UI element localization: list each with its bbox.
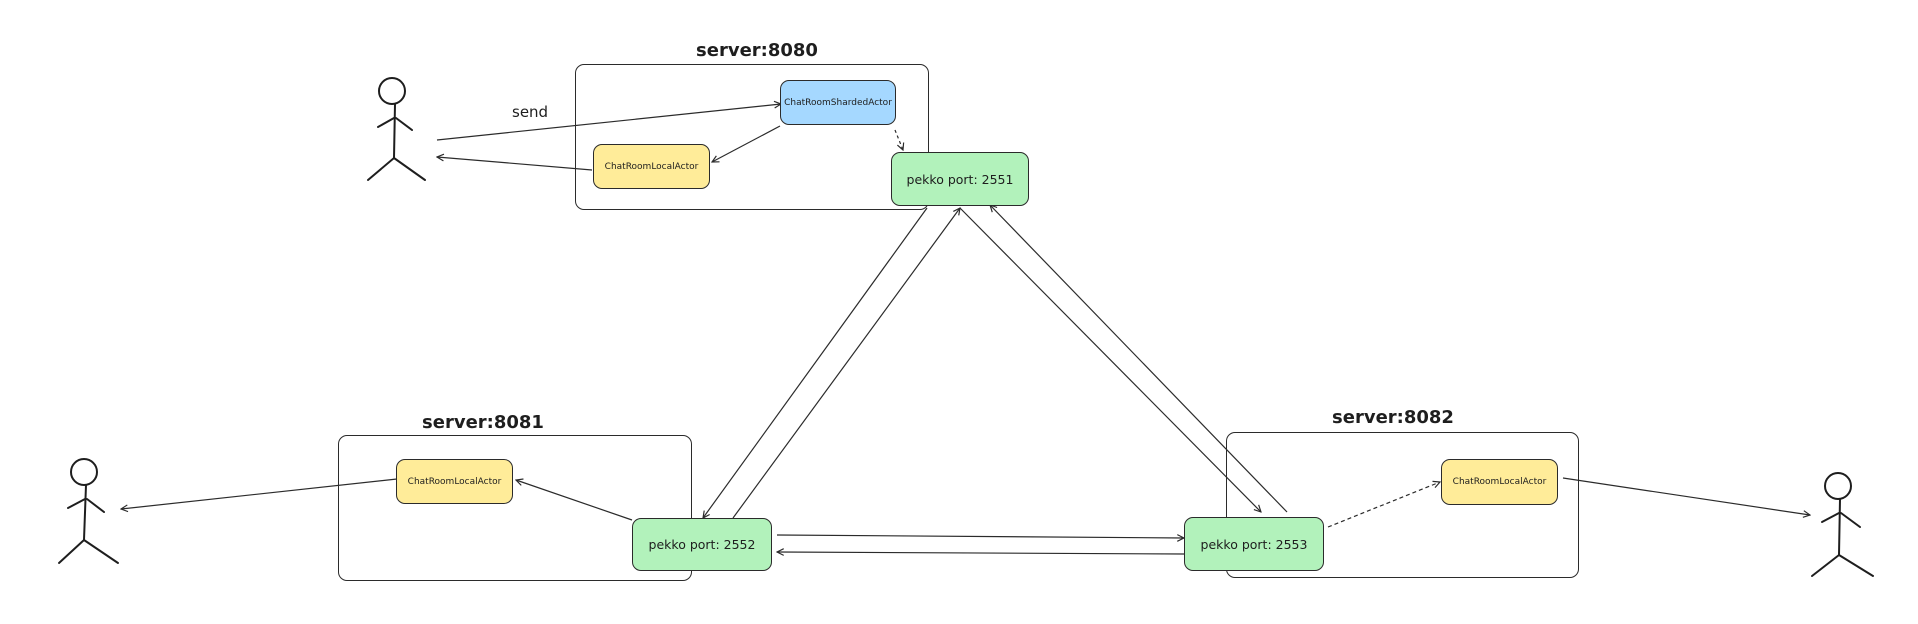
edge-local-8081-to-user [121,478,398,509]
server-title-8082: server:8082 [1332,407,1454,428]
user-figure-left [58,458,119,564]
send-label: send [512,103,549,121]
user-figure-right [1811,472,1874,577]
edge-2552-to-2551 [732,208,960,519]
edge-2553-to-2552 [777,552,1185,554]
edge-2553-to-local-8082 [1327,482,1440,528]
server-title-8081: server:8081 [422,412,544,433]
edge-2552-to-2553 [776,535,1184,538]
user-figure-top [367,77,426,181]
edge-2553-to-2551 [990,205,1288,513]
server-box-8081 [338,435,692,581]
edge-2552-to-local-8081 [516,480,633,521]
server-box-8082 [1226,432,1579,578]
edge-user-to-sharded [436,104,781,141]
server-title-8080: server:8080 [696,40,818,61]
pekko-port-2551: pekko port: 2551 [891,152,1029,206]
chatroom-local-actor-8081: ChatRoomLocalActor [396,459,513,504]
chatroom-local-actor-8080: ChatRoomLocalActor [593,144,710,189]
edge-local-8080-to-user [437,157,593,171]
edge-local-8082-to-user [1562,477,1810,515]
pekko-port-2552: pekko port: 2552 [632,518,772,571]
edge-2551-to-2553 [959,207,1261,512]
edge-sharded-to-local-8080 [712,125,781,162]
chatroom-sharded-actor-8080: ChatRoomShardedActor [780,80,896,125]
server-box-8080 [575,64,929,210]
chatroom-local-actor-8082: ChatRoomLocalActor [1441,459,1558,505]
pekko-port-2553: pekko port: 2553 [1184,517,1324,571]
edge-2551-to-2552 [703,207,928,518]
